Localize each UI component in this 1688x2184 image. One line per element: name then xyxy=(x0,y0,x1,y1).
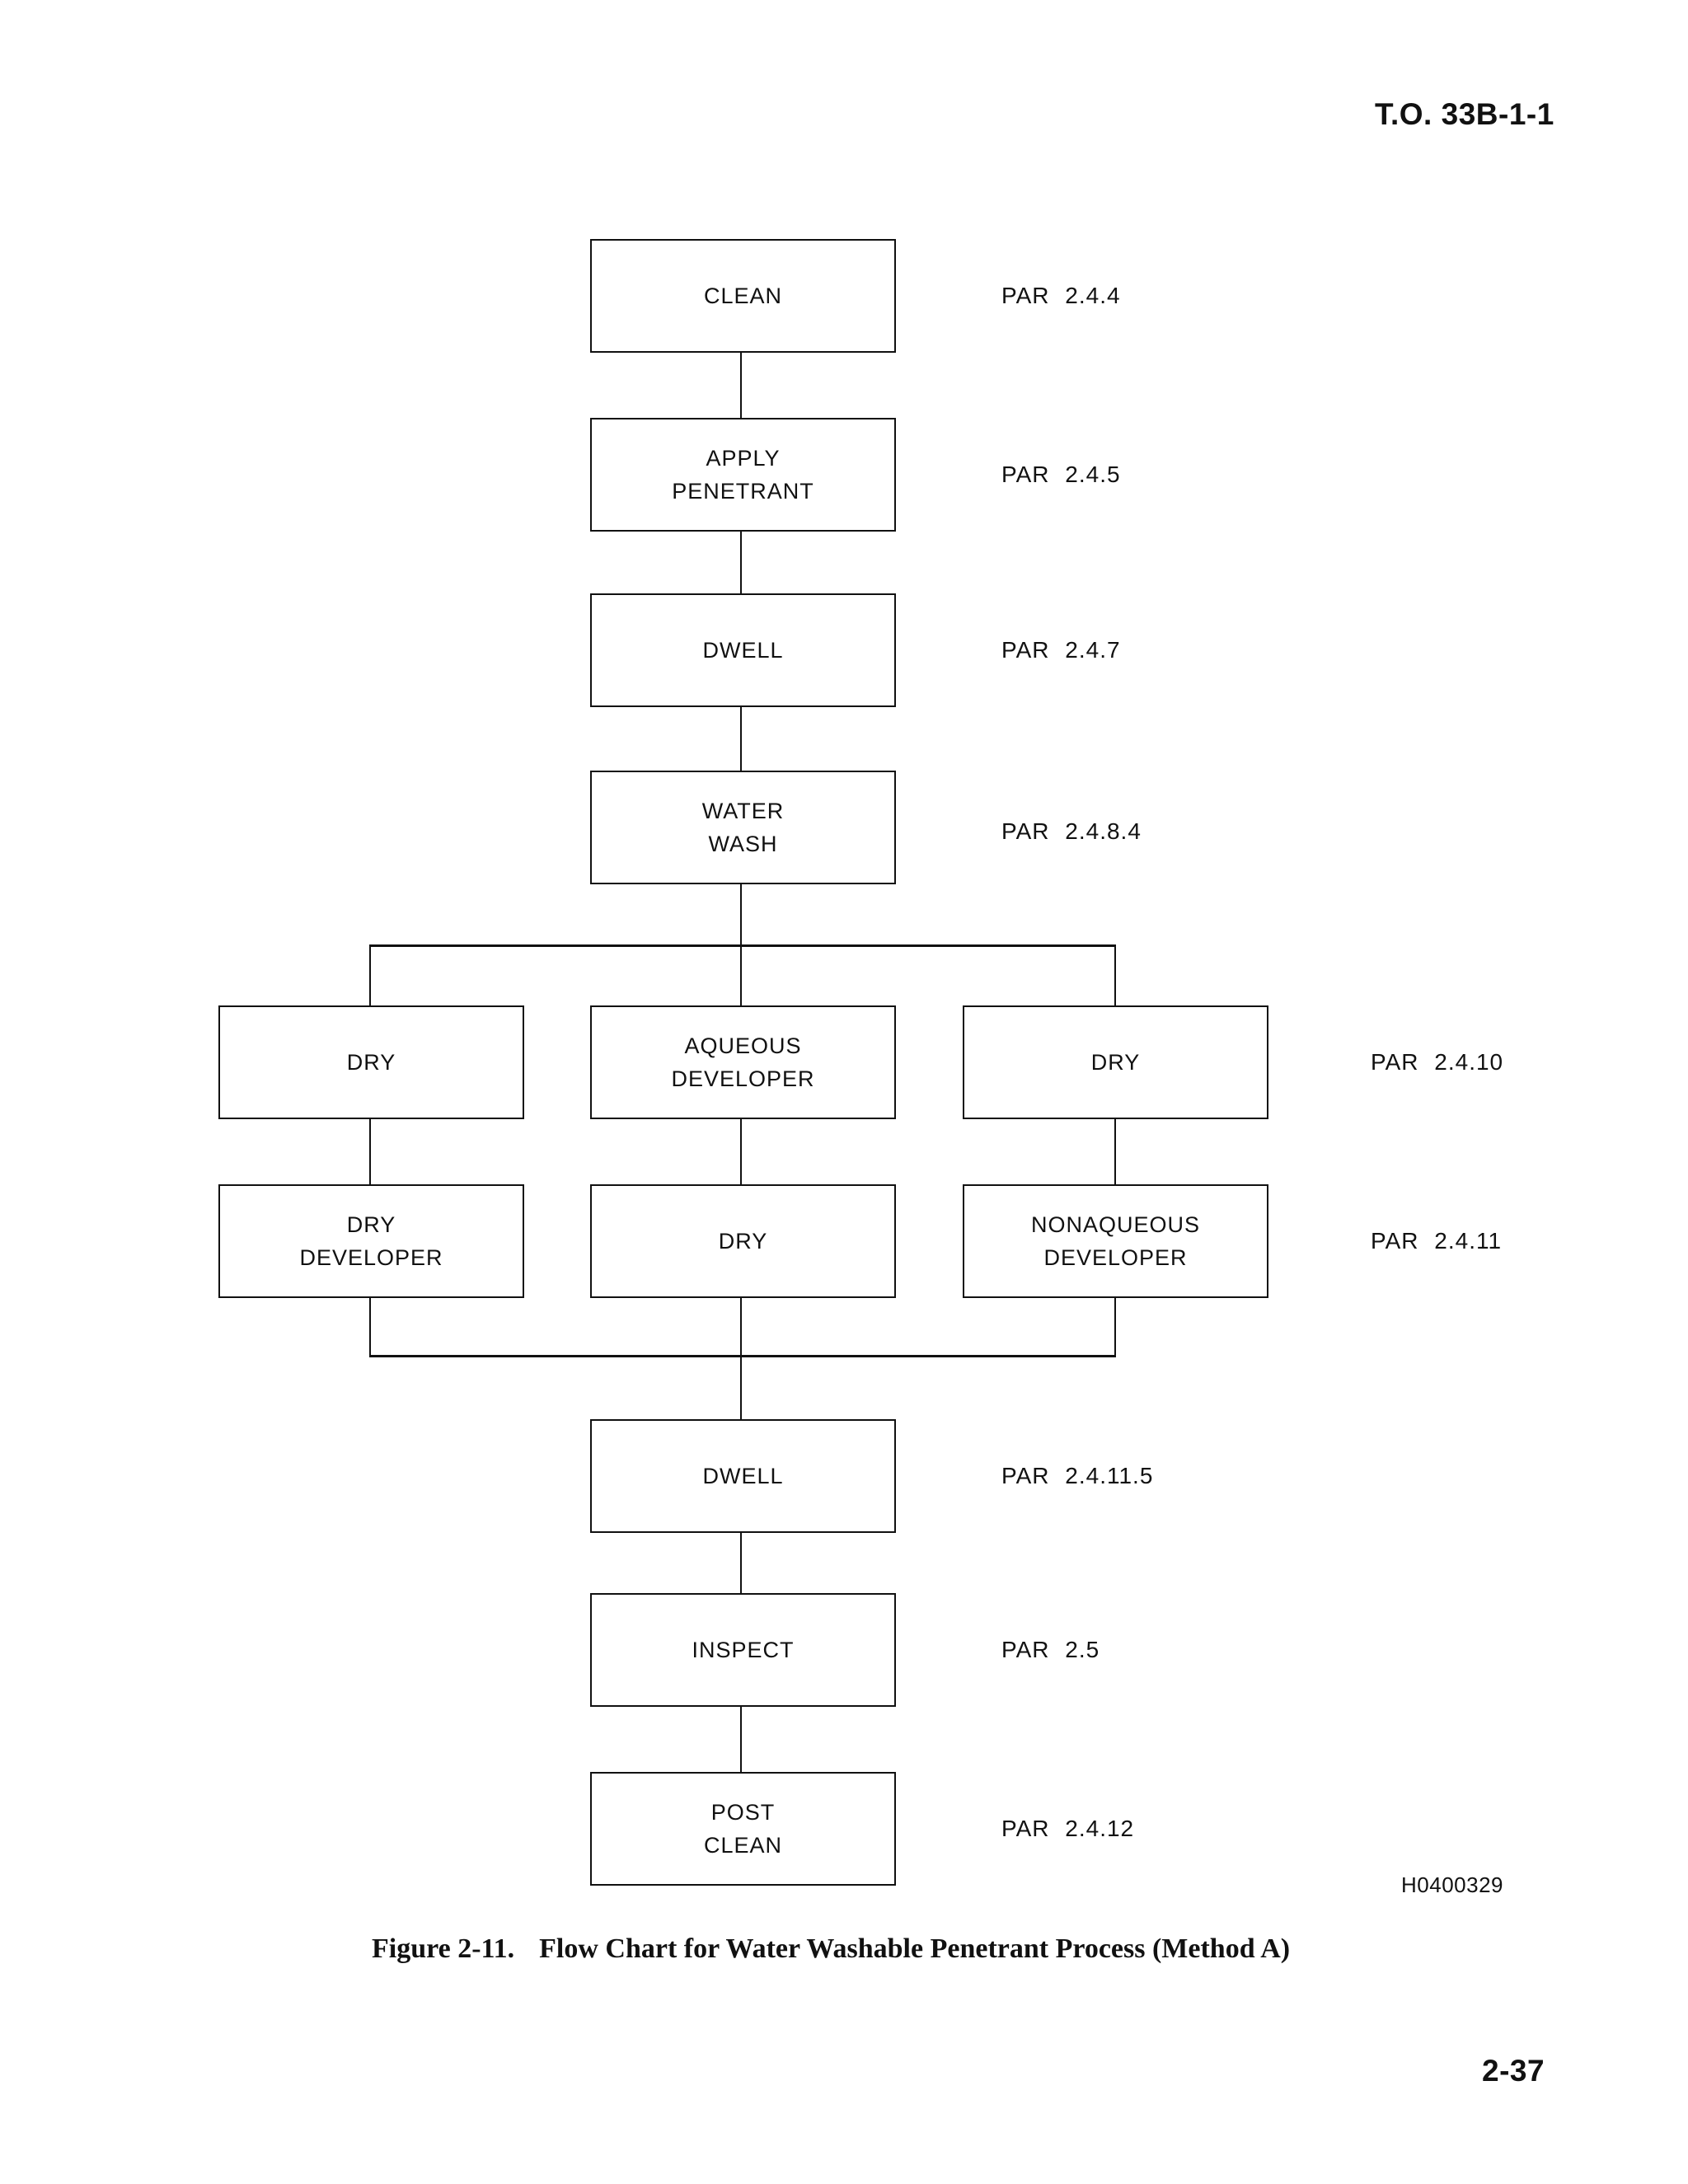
flow-node-inspect: INSPECT xyxy=(590,1593,896,1707)
connector-inspect-postclean xyxy=(740,1707,742,1773)
flow-node-dry-right-label: DRY xyxy=(1090,1050,1141,1075)
page-number: 2-37 xyxy=(1482,2054,1545,2088)
flow-node-dry-left-label: DRY xyxy=(346,1050,396,1075)
connector-drydeveloper-merge xyxy=(369,1298,371,1357)
par-ref-apply-penetrant: PAR 2.4.5 xyxy=(1001,462,1121,487)
flow-node-aqueous-developer-label: AQUEOUS DEVELOPER xyxy=(671,1033,815,1091)
connector-branch-dry-right xyxy=(1114,944,1116,1006)
flow-node-clean-label: CLEAN xyxy=(703,284,783,308)
connector-dryright-nonaqueous xyxy=(1114,1119,1116,1185)
connector-waterwash-branch xyxy=(740,884,742,947)
connector-drycenter-dwell2 xyxy=(740,1298,742,1419)
flow-node-apply-penetrant-label: APPLY PENETRANT xyxy=(672,446,814,504)
connector-clean-apply xyxy=(740,353,742,419)
flow-node-post-clean: POST CLEAN xyxy=(590,1772,896,1886)
connector-aqueous-drycenter xyxy=(740,1119,742,1185)
branch-merge-line xyxy=(369,1355,1116,1357)
connector-dwell2-inspect xyxy=(740,1533,742,1594)
to-reference: T.O. 33B-1-1 xyxy=(1375,97,1554,131)
flow-node-dwell-2-label: DWELL xyxy=(702,1464,784,1488)
connector-nonaqueous-merge xyxy=(1114,1298,1116,1357)
flow-node-dwell-1-label: DWELL xyxy=(702,638,784,663)
flow-node-water-wash-label: WATER WASH xyxy=(701,799,785,856)
flow-node-dry-right: DRY xyxy=(963,1005,1268,1119)
flow-node-dwell-1: DWELL xyxy=(590,593,896,707)
par-ref-dwell-1: PAR 2.4.7 xyxy=(1001,637,1121,663)
par-ref-post-clean: PAR 2.4.12 xyxy=(1001,1816,1135,1841)
flow-node-dry-developer-label: DRY DEVELOPER xyxy=(299,1212,443,1270)
flow-node-dry-developer: DRY DEVELOPER xyxy=(218,1184,524,1298)
figure-caption-title: Flow Chart for Water Washable Penetrant … xyxy=(539,1933,1291,1964)
figure-caption: Figure 2-11. Flow Chart for Water Washabl… xyxy=(372,1933,1290,1965)
flow-node-post-clean-label: POST CLEAN xyxy=(703,1800,783,1858)
flow-node-inspect-label: INSPECT xyxy=(692,1638,795,1662)
flow-node-clean: CLEAN xyxy=(590,239,896,353)
par-ref-clean: PAR 2.4.4 xyxy=(1001,283,1121,308)
par-ref-water-wash: PAR 2.4.8.4 xyxy=(1001,818,1142,844)
flow-node-nonaqueous-developer: NONAQUEOUS DEVELOPER xyxy=(963,1184,1268,1298)
flow-node-aqueous-developer: AQUEOUS DEVELOPER xyxy=(590,1005,896,1119)
par-ref-inspect: PAR 2.5 xyxy=(1001,1637,1100,1662)
connector-branch-aqueous xyxy=(740,944,742,1006)
figure-caption-label: Figure 2-11. xyxy=(372,1933,515,1964)
flow-node-dry-center-label: DRY xyxy=(718,1229,768,1254)
connector-dryleft-drydeveloper xyxy=(369,1119,371,1185)
connector-dwell-waterwash xyxy=(740,707,742,771)
par-ref-dwell-2: PAR 2.4.11.5 xyxy=(1001,1463,1154,1488)
flow-node-dry-center: DRY xyxy=(590,1184,896,1298)
figure-image-code: H0400329 xyxy=(1401,1872,1503,1897)
connector-branch-dry-left xyxy=(369,944,371,1006)
flow-node-dwell-2: DWELL xyxy=(590,1419,896,1533)
par-ref-dry-row: PAR 2.4.10 xyxy=(1371,1049,1504,1075)
flow-node-nonaqueous-developer-label: NONAQUEOUS DEVELOPER xyxy=(1030,1212,1201,1270)
flow-node-dry-left: DRY xyxy=(218,1005,524,1119)
par-ref-developer-row: PAR 2.4.11 xyxy=(1371,1228,1503,1254)
flow-node-water-wash: WATER WASH xyxy=(590,771,896,884)
flow-node-apply-penetrant: APPLY PENETRANT xyxy=(590,418,896,532)
connector-apply-dwell xyxy=(740,532,742,594)
branch-split-line xyxy=(369,944,1116,947)
